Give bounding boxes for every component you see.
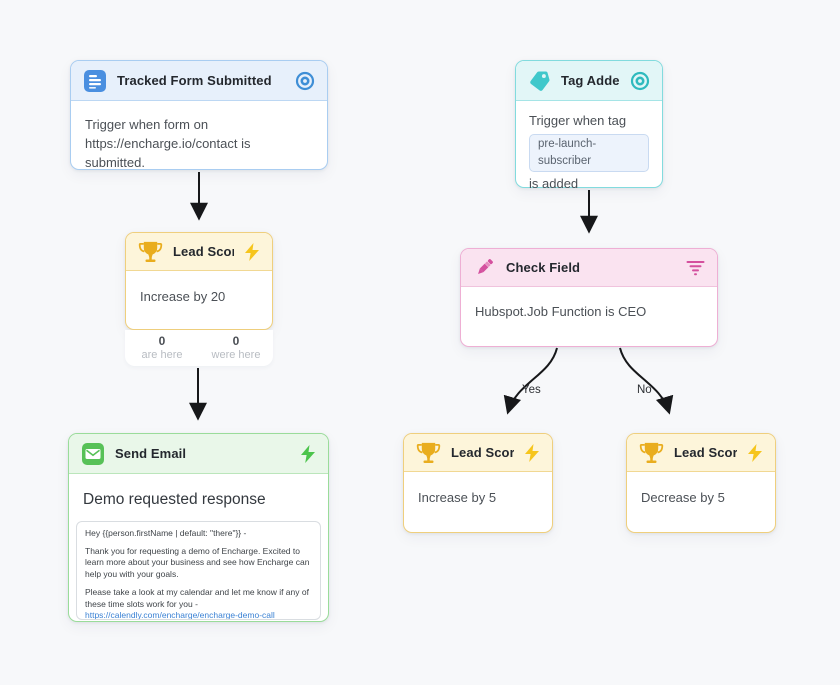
stat-were-here: 0 were here bbox=[199, 330, 273, 366]
target-icon[interactable] bbox=[295, 71, 315, 91]
stat-label: were here bbox=[211, 348, 261, 361]
stat-value: 0 bbox=[232, 334, 240, 349]
trophy-icon bbox=[138, 240, 163, 263]
stat-label: are here bbox=[141, 348, 183, 361]
node-header: Lead Score bbox=[126, 233, 272, 271]
email-subject: Demo requested response bbox=[83, 491, 266, 508]
node-send-email[interactable]: Send Email Demo requested response Hey {… bbox=[68, 433, 329, 622]
calendar-link[interactable]: https://calendly.com/encharge/encharge-d… bbox=[85, 610, 275, 620]
node-title: Check Field bbox=[506, 260, 581, 275]
bolt-icon[interactable] bbox=[300, 444, 316, 463]
bolt-icon[interactable] bbox=[524, 443, 540, 462]
node-lead-score-increase-5[interactable]: Lead Score Increase by 5 bbox=[403, 433, 553, 533]
description-line: Trigger when form on bbox=[85, 117, 209, 132]
email-paragraph-text: Please take a look at my calendar and le… bbox=[85, 586, 309, 609]
stat-are-here: 0 are here bbox=[125, 330, 199, 366]
bolt-icon[interactable] bbox=[747, 443, 763, 462]
form-icon bbox=[83, 69, 107, 93]
branch-label-yes: Yes bbox=[522, 384, 541, 396]
node-title: Tracked Form Submitted bbox=[117, 73, 272, 88]
node-title: Lead Score bbox=[173, 244, 234, 259]
node-tag-added[interactable]: Tag Added Trigger when tag pre-launch-su… bbox=[515, 60, 663, 191]
email-paragraph: Thank you for requesting a demo of Encha… bbox=[85, 545, 310, 580]
node-header: Tag Added bbox=[516, 61, 662, 101]
pencil-icon bbox=[473, 256, 496, 279]
bolt-icon[interactable] bbox=[244, 242, 260, 261]
node-title: Send Email bbox=[115, 446, 187, 461]
node-action: Increase by 5 bbox=[418, 490, 497, 505]
edge-no-branch bbox=[619, 347, 674, 415]
node-title: Lead Score bbox=[674, 445, 737, 460]
envelope-icon bbox=[81, 442, 105, 466]
tag-chip[interactable]: pre-launch-subscriber bbox=[529, 133, 649, 173]
node-header: Check Field bbox=[461, 249, 717, 287]
node-lead-score-increase-20[interactable]: Lead Score Increase by 20 bbox=[125, 232, 273, 330]
edge-yes-branch bbox=[503, 347, 558, 415]
description-prefix: Trigger when tag bbox=[529, 113, 627, 128]
node-header: Lead Score bbox=[627, 434, 775, 472]
email-greeting: Hey {{person.firstName | default: "there… bbox=[85, 528, 247, 538]
node-lead-score-decrease-5[interactable]: Lead Score Decrease by 5 bbox=[626, 433, 776, 533]
node-header: Tracked Form Submitted bbox=[71, 61, 327, 101]
node-tracked-form-submitted[interactable]: Tracked Form Submitted Trigger when form… bbox=[70, 60, 328, 170]
trophy-icon bbox=[416, 441, 441, 464]
node-action: Increase by 20 bbox=[140, 289, 226, 304]
node-title: Tag Added bbox=[561, 73, 620, 88]
branch-label-no: No bbox=[637, 384, 652, 396]
stat-value: 0 bbox=[158, 334, 166, 349]
node-action: Decrease by 5 bbox=[641, 490, 725, 505]
email-paragraph: Please take a look at my calendar and le… bbox=[85, 586, 312, 620]
node-condition: Hubspot.Job Function is CEO bbox=[475, 304, 647, 319]
trophy-icon bbox=[639, 441, 664, 464]
node-stats: 0 are here 0 were here bbox=[125, 330, 273, 366]
tag-icon bbox=[528, 69, 551, 92]
node-description: Trigger when form on https://encharge.io… bbox=[71, 101, 327, 188]
node-header: Lead Score bbox=[404, 434, 552, 472]
node-check-field[interactable]: Check Field Hubspot.Job Function is CEO bbox=[460, 248, 718, 347]
node-description: Trigger when tag pre-launch-subscriber i… bbox=[516, 101, 662, 205]
email-body-preview[interactable]: Hey {{person.firstName | default: "there… bbox=[76, 521, 321, 620]
description-suffix: is added bbox=[529, 176, 579, 192]
target-icon[interactable] bbox=[630, 71, 650, 91]
filter-icon[interactable] bbox=[686, 260, 705, 276]
node-title: Lead Score bbox=[451, 445, 514, 460]
description-line: https://encharge.io/contact is submitted… bbox=[85, 135, 251, 170]
node-header: Send Email bbox=[69, 434, 328, 474]
